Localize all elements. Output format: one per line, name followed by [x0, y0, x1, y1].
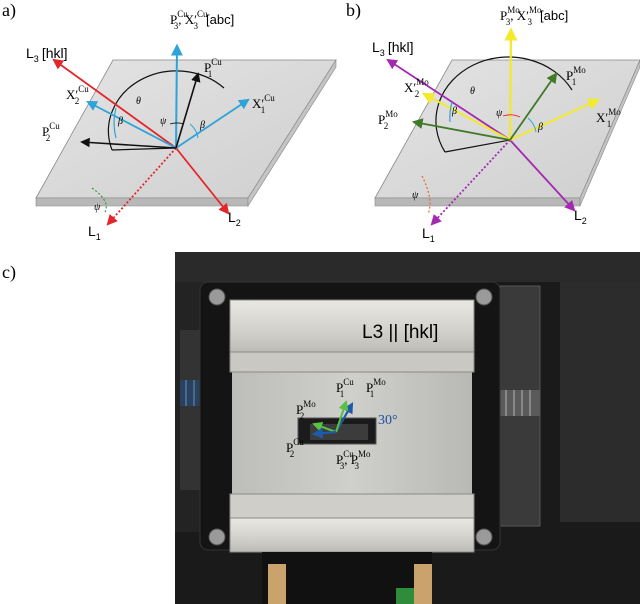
panel-c-label: c) — [2, 262, 16, 283]
sample-photo — [175, 252, 640, 604]
label-angle-c: 30° — [378, 413, 398, 428]
label-l2-b: L2 — [574, 207, 587, 226]
bolt-icon — [208, 288, 226, 306]
label-beta1-b: β — [451, 106, 457, 117]
label-theta-a: θ — [136, 96, 141, 107]
l2-arrow-b — [509, 139, 576, 212]
label-l3-a: L3[hkl] — [26, 45, 68, 64]
x1-arrow-a — [175, 98, 250, 149]
panel-b-label: b) — [346, 0, 361, 21]
psi-dash-arc-a — [91, 187, 107, 215]
p2-arrow-a — [80, 137, 177, 149]
beta-arc-left-a — [113, 107, 117, 139]
label-psi-a: ψ — [160, 116, 167, 127]
psi-arc-b — [502, 114, 521, 118]
psi-arc-a — [169, 122, 185, 125]
label-beta2-b: β — [537, 122, 543, 133]
p2cu-arrow-c — [311, 427, 337, 439]
l2-arrow-a — [175, 147, 230, 215]
label-theta-b: θ — [470, 86, 475, 97]
l3-arrow-a — [52, 58, 177, 149]
panel-c: c) — [2, 252, 640, 604]
theta-arc-a — [107, 70, 225, 151]
bolt-icon — [475, 288, 493, 306]
l1-arrow-b — [430, 139, 511, 226]
banner-text-c: L3 || [hkl] — [362, 322, 438, 343]
label-psi2-b: ψ — [412, 190, 419, 201]
label-psi2-a: ψ — [94, 202, 101, 213]
beta-arc-right-a — [189, 123, 199, 139]
p3-arrow-b — [504, 27, 518, 141]
in-plane-line-a — [111, 147, 177, 151]
x2-arrow-b — [421, 92, 511, 141]
x1-arrow-b — [509, 98, 601, 141]
psi-dash-arc-b — [421, 175, 431, 215]
bolt-icon — [475, 528, 493, 546]
label-l3-b: L3[hkl] — [372, 39, 414, 58]
p2mo-arrow-c — [312, 422, 337, 433]
l3-arrow-b — [386, 58, 511, 141]
label-beta1-a: β — [117, 116, 123, 127]
p1mo-arrow-c — [335, 400, 349, 433]
p1-arrow-b — [509, 72, 558, 141]
screw-right — [500, 390, 540, 416]
panel-a-label: a) — [2, 0, 16, 21]
p1cu-arrow-c — [335, 402, 354, 433]
beta-arc-right-b — [527, 117, 537, 133]
in-plane-line-b — [444, 139, 511, 153]
plate-a — [35, 58, 337, 208]
label-beta2-a: β — [199, 120, 205, 131]
label-psi-b: ψ — [496, 108, 503, 119]
p3-arrow-a — [170, 43, 183, 149]
p2-arrow-b — [411, 118, 511, 141]
label-l2-a: L2 — [228, 209, 241, 228]
p1-arrow-a — [175, 72, 201, 149]
x2-arrow-a — [86, 100, 177, 149]
l1-arrow-a — [106, 147, 177, 226]
label-l1-a: L1 — [88, 223, 101, 242]
label-l1-b: L1 — [422, 225, 435, 244]
theta-arc-b — [435, 56, 573, 153]
beta-arc-left-b — [449, 101, 453, 123]
bolt-icon — [208, 528, 226, 546]
